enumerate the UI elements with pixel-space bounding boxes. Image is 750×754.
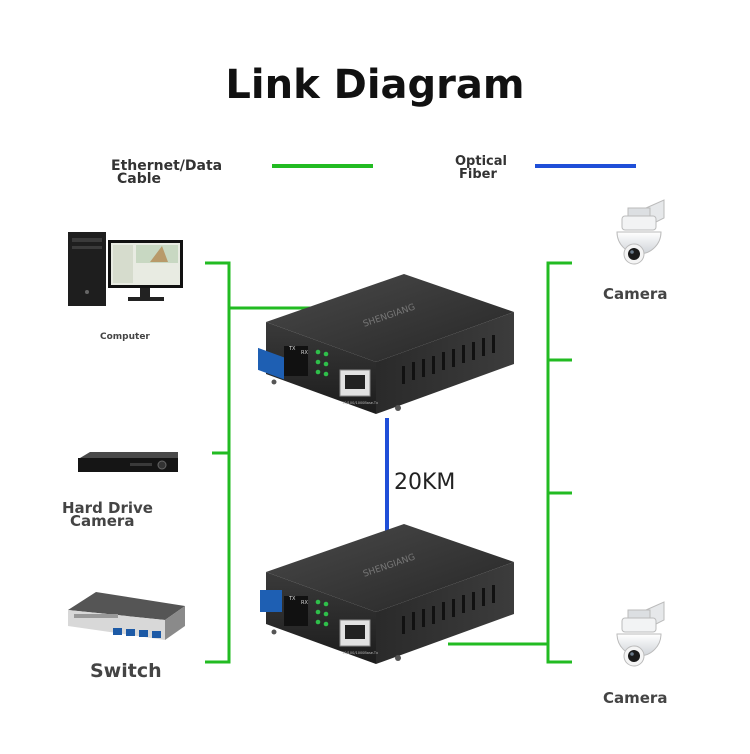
fiber-port-bottom [260, 590, 282, 612]
legend-optical-label-line1: Optical [455, 154, 507, 169]
computer-icon [68, 232, 183, 306]
camera-icon-top [616, 199, 665, 265]
hard-drive-icon [78, 452, 178, 472]
legend-ethernet-label-line2: Cable [117, 171, 162, 187]
vent-slots-bottom [402, 585, 495, 634]
right-ethernet-bus [448, 261, 572, 664]
status-leds-bottom [315, 599, 329, 627]
camera-label-bottom: Camera [603, 689, 668, 707]
hard-drive-label-line2: Camera [70, 512, 135, 530]
converter-tx-bottom: TX [288, 596, 296, 602]
sfp-cage-bottom [284, 596, 308, 626]
converter-tx-top: TX [288, 346, 296, 352]
hard-drive-label-line1: Hard Drive [62, 499, 153, 517]
camera-icon-bottom [616, 601, 665, 667]
converter-rx-bottom: RX [301, 600, 308, 606]
vent-slots-top [402, 335, 495, 384]
legend-ethernet-label-line1: Ethernet/Data [111, 158, 223, 174]
legend-optical-label-line2: Fiber [459, 167, 497, 182]
converter-port-label-bottom: 10/100/1000Base-Tx [342, 651, 378, 655]
computer-label: Computer [100, 332, 150, 342]
diagram-title: Link Diagram [225, 62, 525, 108]
media-converter-bottom [260, 524, 514, 664]
sfp-cage-top [284, 346, 308, 376]
fiber-port-top [258, 347, 284, 380]
status-leds-top [315, 349, 329, 377]
left-ethernet-bus [205, 261, 320, 664]
converter-rx-top: RX [301, 350, 308, 356]
switch-icon [68, 592, 185, 640]
media-converter-top [258, 274, 514, 414]
fiber-distance-label: 20KM [394, 470, 456, 495]
converter-port-label-top: 10/100/1000Base-Tx [342, 401, 378, 405]
camera-label-top: Camera [603, 285, 668, 303]
switch-label: Switch [90, 660, 162, 682]
